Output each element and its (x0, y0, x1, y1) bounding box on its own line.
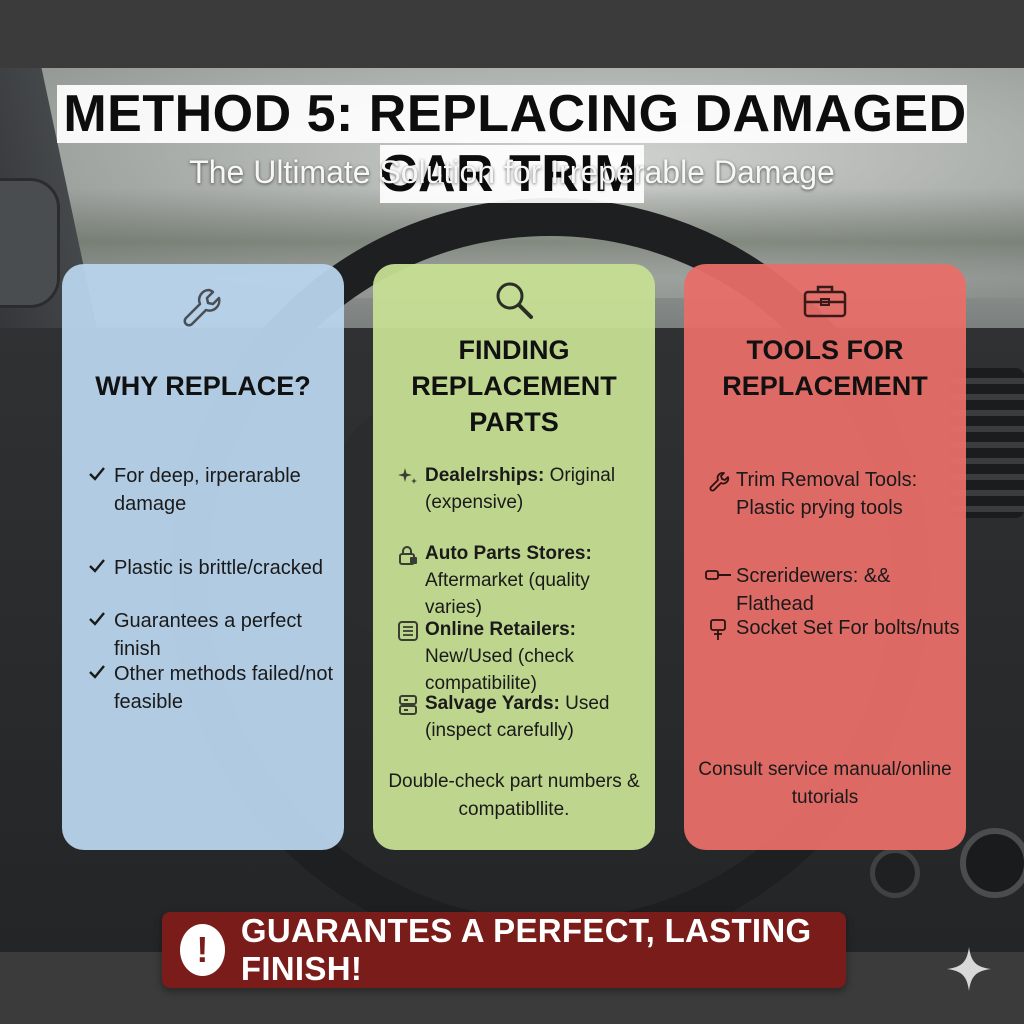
card-title: FINDING REPLACEMENT PARTS (411, 335, 617, 437)
card-why-replace: WHY REPLACE? For deep, irperarable damag… (62, 264, 344, 850)
list-item: Socket Set For bolts/nuts (702, 614, 962, 642)
bottom-banner: ! GUARANTES A PERFECT, LASTING FINISH! (162, 912, 846, 988)
socket-icon (702, 614, 736, 642)
list-item: Guarantees a perfect finish (80, 607, 340, 663)
list-item: Other methods failed/not feasible (80, 660, 340, 716)
storage-icon (391, 690, 425, 716)
banner-text: GUARANTES A PERFECT, LASTING FINISH! (240, 912, 812, 987)
list-item: For deep, irperarable damage (80, 462, 340, 518)
sparkle-icon (947, 947, 991, 991)
check-icon (80, 554, 114, 574)
card-title: WHY REPLACE? (95, 371, 311, 401)
list-icon (391, 616, 425, 642)
screwdriver-icon (702, 562, 736, 582)
card-title: TOOLS FOR REPLACEMENT (722, 335, 928, 401)
card-tools: TOOLS FOR REPLACEMENT Trim Removal Tools… (684, 264, 966, 850)
card-footer-note: Double-check part numbers & compatibllit… (388, 771, 640, 820)
list-item: Plastic is brittle/cracked (80, 554, 340, 582)
lock-icon (391, 540, 425, 566)
list-item: Online Retailers: New/Used (check compat… (391, 616, 651, 697)
control-knob (960, 828, 1024, 898)
list-item: Auto Parts Stores: Aftermarket (quality … (391, 540, 651, 621)
list-item: Dealelrships: Original (expensive) (391, 462, 651, 516)
page-title: METHOD 5: REPLACING DAMAGED CAR TRIM (0, 84, 1024, 204)
card-footer-note: Consult service manual/online tutorials (698, 759, 952, 808)
list-item: Trim Removal Tools: Plastic prying tools (702, 466, 962, 522)
wrench-icon (62, 282, 344, 334)
exclamation-icon: ! (180, 924, 225, 976)
check-icon (80, 607, 114, 627)
list-item: Screridewers: && Flathead (702, 562, 962, 618)
list-item: Salvage Yards: Used (inspect carefully) (391, 690, 651, 744)
card-finding-parts: FINDING REPLACEMENT PARTS Dealelrships: … (373, 264, 655, 850)
toolbox-icon (684, 278, 966, 322)
wrench-icon (702, 466, 736, 494)
check-icon (80, 660, 114, 680)
magnifier-icon (373, 278, 655, 322)
page-subtitle: The Ultimate Solution for Irreperable Da… (189, 154, 835, 190)
top-band (0, 0, 1024, 68)
sparkle-icon (391, 462, 425, 488)
check-icon (80, 462, 114, 482)
